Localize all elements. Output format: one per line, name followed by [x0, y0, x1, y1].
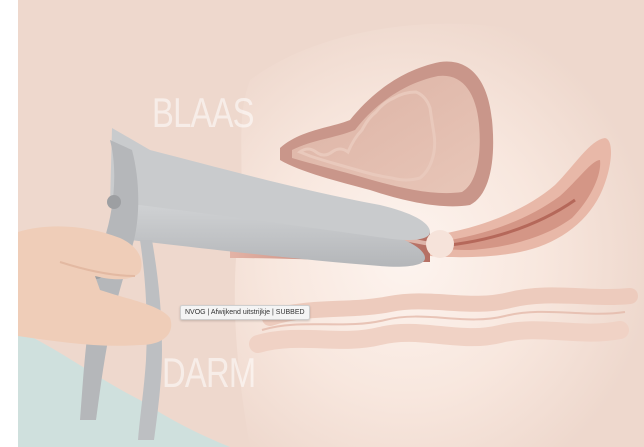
cervix — [426, 230, 454, 258]
caption-tooltip: NVOG | Afwijkend uitstrijkje | SUBBED — [180, 305, 310, 320]
label-bladder: BLAAS — [152, 92, 254, 134]
label-bowel: DARM — [162, 352, 255, 394]
speculum-screw — [107, 195, 121, 209]
left-margin — [0, 0, 18, 447]
